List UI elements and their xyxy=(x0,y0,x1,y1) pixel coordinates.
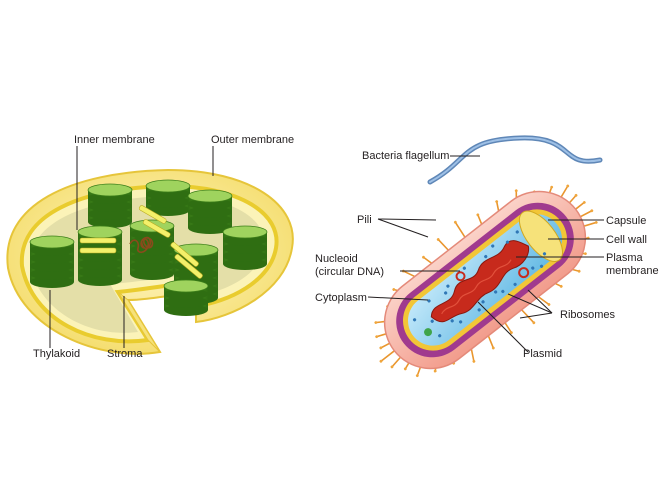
chloroplast-dna xyxy=(129,236,154,254)
granum-stack xyxy=(163,279,209,316)
label-plasma-membrane-line2: membrane xyxy=(606,265,659,277)
label-stroma: Stroma xyxy=(107,348,143,360)
label-pili: Pili xyxy=(357,214,372,226)
label-nucleoid-line1: Nucleoid xyxy=(315,253,358,265)
granum-stack xyxy=(77,225,123,286)
label-plasma-membrane-line1: Plasma xyxy=(606,252,644,264)
ribosomes-group xyxy=(412,230,547,338)
plasmid-2 xyxy=(518,267,530,279)
label-ribosomes: Ribosomes xyxy=(560,309,616,321)
granum-stack xyxy=(222,225,268,270)
label-outer-membrane: Outer membrane xyxy=(211,134,294,146)
label-thylakoid: Thylakoid xyxy=(33,348,80,360)
chloroplast: Inner membrane Outer membrane Thylakoid … xyxy=(6,134,294,360)
stroma-lamellae xyxy=(79,205,203,279)
plasmid-1 xyxy=(455,271,466,282)
granum-stack xyxy=(145,179,191,216)
nucleoid-shape xyxy=(430,240,530,323)
flagellum-shape xyxy=(427,135,603,185)
label-cell-wall: Cell wall xyxy=(606,234,647,246)
label-plasmid: Plasmid xyxy=(523,348,562,360)
label-flagellum: Bacteria flagellum xyxy=(362,150,449,162)
label-capsule: Capsule xyxy=(606,215,646,227)
granum-stack xyxy=(187,189,233,234)
label-inner-membrane: Inner membrane xyxy=(74,134,155,146)
granum-stack xyxy=(87,183,133,228)
granum-stack xyxy=(29,235,75,288)
label-cytoplasm: Cytoplasm xyxy=(315,292,367,304)
granum-stack xyxy=(129,219,175,280)
label-nucleoid-line2: (circular DNA) xyxy=(315,266,384,278)
bacterium: Bacteria flagellum Pili Capsule Cell wal… xyxy=(315,135,659,378)
